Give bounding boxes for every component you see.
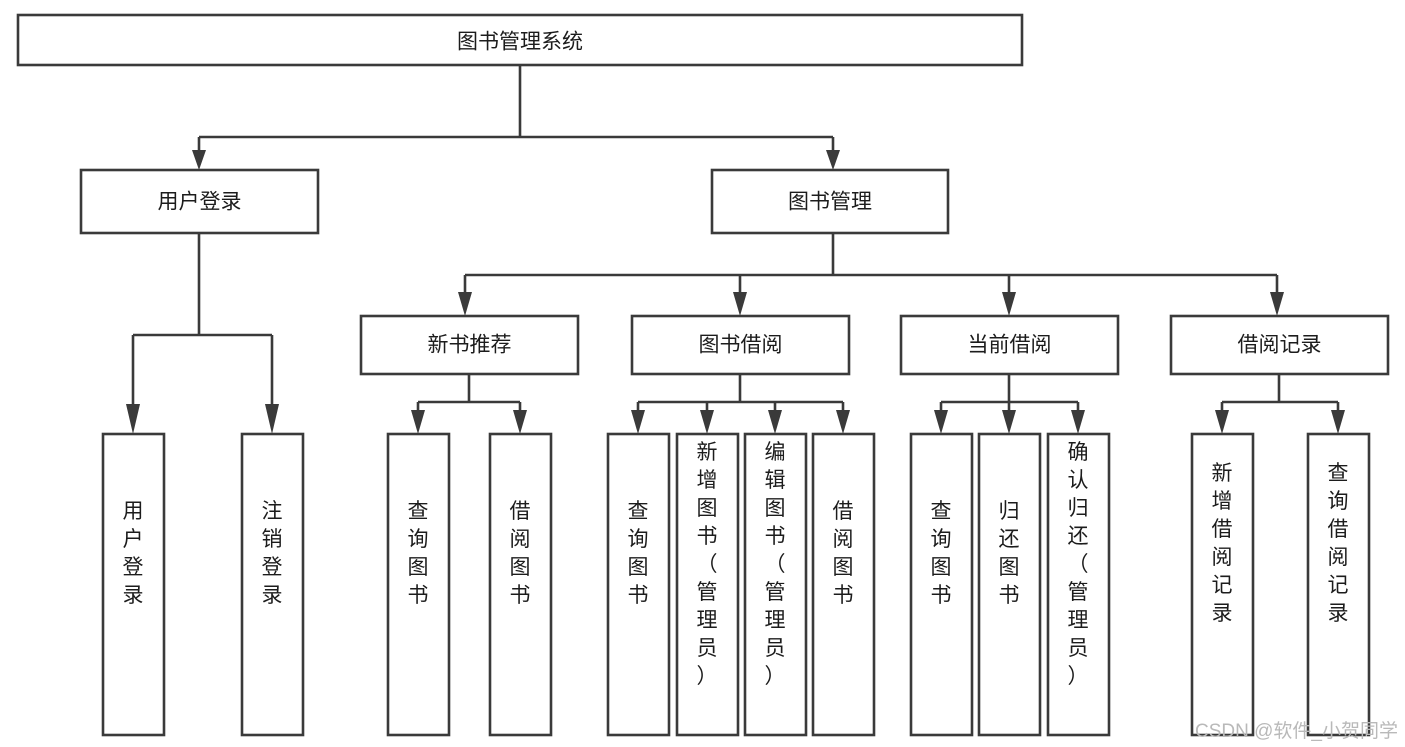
arrow-head-leaf-query-book-1 — [411, 410, 425, 434]
node-book-manage-label: 图书管理 — [788, 191, 872, 214]
arrow-head-leaf-query-book-3 — [934, 410, 948, 434]
arrow-head-leaf-query-book-2 — [631, 410, 645, 434]
node-leaf-user-login-label: 用户登录 — [123, 500, 144, 607]
node-root[interactable]: 图书管理系统 — [16, 13, 1024, 67]
node-leaf-query-book-1-label: 查询图书 — [408, 500, 429, 607]
node-leaf-query-record-label: 查询借阅记录 — [1328, 462, 1349, 625]
node-leaf-return-book-label: 归还图书 — [999, 500, 1020, 607]
node-user-login-label: 用户登录 — [158, 191, 242, 214]
node-leaf-borrow-book-2[interactable]: 借阅图书 — [811, 432, 876, 737]
node-leaf-query-book-1[interactable]: 查询图书 — [386, 432, 451, 737]
node-borrow-record-box[interactable] — [1169, 314, 1390, 376]
node-leaf-logout[interactable]: 注销登录 — [240, 432, 305, 737]
node-leaf-query-book-2-box[interactable] — [606, 432, 671, 737]
arrow-head-new-book-recommend — [458, 292, 472, 316]
arrow-head-leaf-borrow-book-2 — [836, 410, 850, 434]
arrow-head-user-login — [192, 150, 206, 170]
node-leaf-query-book-2-label: 查询图书 — [628, 500, 649, 607]
arrow-head-leaf-logout — [265, 404, 279, 434]
node-leaf-add-book-label: 新增图书（管理员） — [697, 441, 718, 688]
arrow-head-leaf-user-login — [126, 404, 140, 434]
node-leaf-user-login-box[interactable] — [101, 432, 166, 737]
watermark-label: CSDN @软件_小贺同学 — [1195, 720, 1398, 742]
node-leaf-query-record-box[interactable] — [1306, 432, 1371, 737]
node-leaf-borrow-book-2-box[interactable] — [811, 432, 876, 737]
node-leaf-add-record-label: 新增借阅记录 — [1212, 462, 1233, 625]
node-borrow-record[interactable]: 借阅记录 — [1169, 314, 1390, 376]
arrow-head-current-borrow — [1002, 292, 1016, 316]
node-leaf-edit-book-box[interactable] — [743, 432, 808, 737]
node-book-manage-box[interactable] — [710, 168, 950, 235]
node-leaf-confirm-return-label: 确认归还（管理员） — [1068, 441, 1089, 688]
node-leaf-borrow-book-1-box[interactable] — [488, 432, 553, 737]
node-leaf-add-record[interactable]: 新增借阅记录 — [1190, 432, 1255, 737]
node-new-book-recommend-box[interactable] — [359, 314, 580, 376]
node-leaf-query-book-3-box[interactable] — [909, 432, 974, 737]
arrow-head-leaf-add-record — [1215, 410, 1229, 434]
node-leaf-edit-book[interactable]: 编辑图书（管理员） — [743, 432, 808, 737]
node-leaf-borrow-book-2-label: 借阅图书 — [833, 500, 854, 607]
arrow-head-leaf-query-record — [1331, 410, 1345, 434]
node-leaf-add-book[interactable]: 新增图书（管理员） — [675, 432, 740, 737]
arrow-head-leaf-add-book — [700, 410, 714, 434]
node-root-box[interactable] — [16, 13, 1024, 67]
node-leaf-query-book-3-label: 查询图书 — [931, 500, 952, 607]
node-leaf-user-login[interactable]: 用户登录 — [101, 432, 166, 737]
node-borrow-record-label: 借阅记录 — [1238, 334, 1322, 357]
node-leaf-return-book[interactable]: 归还图书 — [977, 432, 1042, 737]
node-book-borrow[interactable]: 图书借阅 — [630, 314, 851, 376]
node-leaf-edit-book-label: 编辑图书（管理员） — [765, 441, 786, 688]
node-book-borrow-box[interactable] — [630, 314, 851, 376]
node-leaf-confirm-return-box[interactable] — [1046, 432, 1111, 737]
arrow-head-leaf-confirm-return — [1071, 410, 1085, 434]
node-leaf-query-book-3[interactable]: 查询图书 — [909, 432, 974, 737]
connector-layer — [126, 65, 1345, 434]
node-current-borrow-box[interactable] — [899, 314, 1120, 376]
arrow-head-book-borrow — [733, 292, 747, 316]
arrow-head-leaf-return-book — [1002, 410, 1016, 434]
arrow-head-leaf-edit-book — [768, 410, 782, 434]
node-leaf-confirm-return[interactable]: 确认归还（管理员） — [1046, 432, 1111, 737]
node-book-manage[interactable]: 图书管理 — [710, 168, 950, 235]
node-current-borrow[interactable]: 当前借阅 — [899, 314, 1120, 376]
node-current-borrow-label: 当前借阅 — [968, 334, 1052, 357]
node-root-label: 图书管理系统 — [457, 31, 583, 54]
node-user-login-box[interactable] — [79, 168, 320, 235]
node-new-book-recommend-label: 新书推荐 — [428, 334, 512, 357]
node-leaf-add-book-box[interactable] — [675, 432, 740, 737]
arrow-head-borrow-record — [1270, 292, 1284, 316]
node-leaf-query-record[interactable]: 查询借阅记录 — [1306, 432, 1371, 737]
node-new-book-recommend[interactable]: 新书推荐 — [359, 314, 580, 376]
node-user-login[interactable]: 用户登录 — [79, 168, 320, 235]
node-book-borrow-label: 图书借阅 — [699, 334, 783, 357]
node-leaf-logout-box[interactable] — [240, 432, 305, 737]
node-leaf-borrow-book-1[interactable]: 借阅图书 — [488, 432, 553, 737]
arrow-head-leaf-borrow-book-1 — [513, 410, 527, 434]
node-leaf-borrow-book-1-label: 借阅图书 — [510, 500, 531, 607]
node-leaf-query-book-2[interactable]: 查询图书 — [606, 432, 671, 737]
arrow-head-book-manage — [826, 150, 840, 170]
node-leaf-query-book-1-box[interactable] — [386, 432, 451, 737]
node-leaf-logout-label: 注销登录 — [262, 500, 283, 607]
node-leaf-return-book-box[interactable] — [977, 432, 1042, 737]
node-leaf-add-record-box[interactable] — [1190, 432, 1255, 737]
